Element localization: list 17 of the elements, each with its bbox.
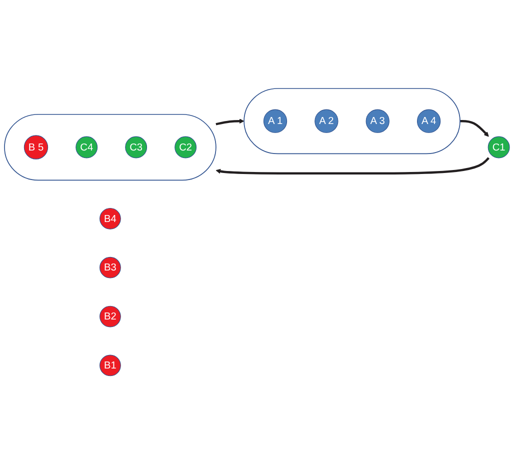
node-circle: B 5: [24, 135, 48, 160]
node-circle: B3: [100, 257, 121, 279]
node-circle: A 3: [366, 110, 390, 134]
node-circle: C1: [488, 136, 510, 159]
node-circle: A 2: [314, 110, 338, 134]
arrow: [216, 118, 244, 126]
node-circle: A 1: [263, 110, 288, 134]
node-circle: C2: [174, 136, 197, 159]
cluster: [4, 114, 216, 181]
node-circle: A 4: [416, 110, 441, 134]
node-circle: C3: [125, 136, 148, 159]
node-circle: B4: [100, 208, 121, 230]
arrow: [460, 120, 489, 138]
node-circle: B2: [100, 306, 121, 328]
node-circle: C4: [76, 136, 98, 159]
arrow: [216, 157, 490, 175]
node-circle: B1: [100, 355, 121, 376]
